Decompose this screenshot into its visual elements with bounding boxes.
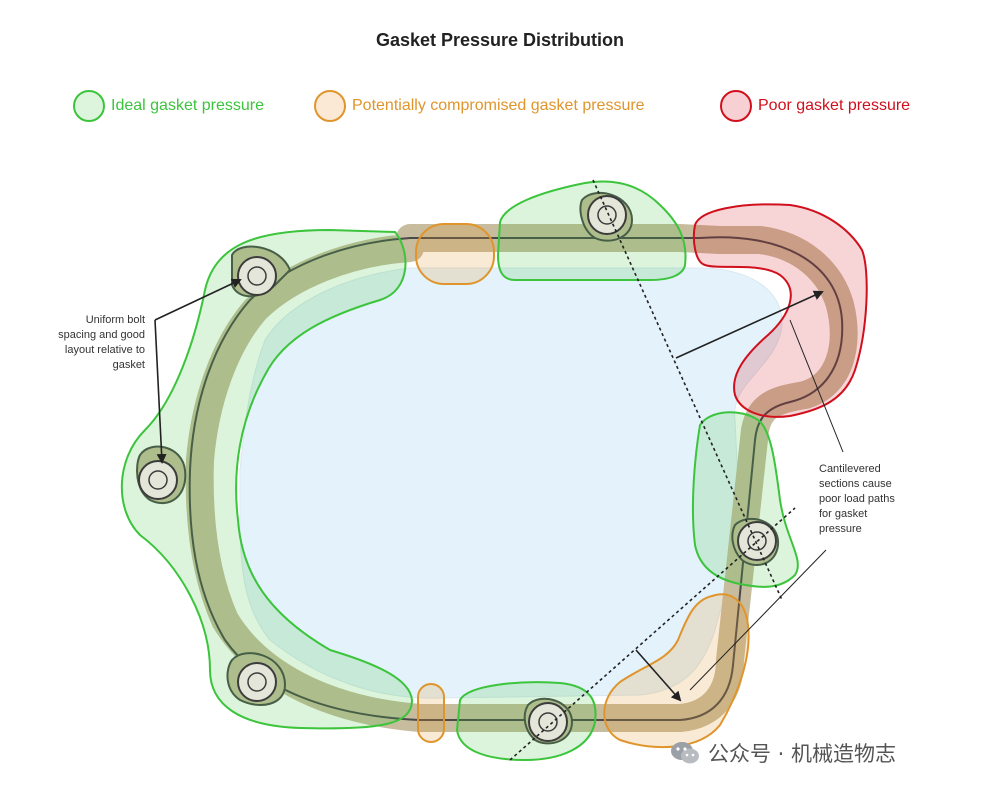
bolt-top-left xyxy=(237,256,277,296)
compromised-zones xyxy=(415,223,750,749)
compromised-zone-right xyxy=(603,593,750,749)
legend-label-compromised: Potentially compromised gasket pressure xyxy=(352,97,645,114)
load-path-lines xyxy=(509,179,796,761)
legend-item-compromised: Potentially compromised gasket pressure xyxy=(314,88,645,124)
watermark-text: 公众号 · 机械造物志 xyxy=(708,742,897,766)
compromised-zone-top xyxy=(415,223,495,285)
bolt-bottom xyxy=(528,702,568,742)
wechat-icon xyxy=(671,742,699,764)
note-cantilevered: Cantilevered sections cause poor load pa… xyxy=(819,463,895,535)
ideal-zone-left xyxy=(120,228,414,730)
annotation-arrows xyxy=(154,278,824,702)
ideal-zone-bottom xyxy=(455,681,597,762)
legend-swatch-poor xyxy=(720,90,752,122)
gasket-opening xyxy=(239,267,783,699)
legend-swatch-ideal xyxy=(73,90,105,122)
gasket-band xyxy=(185,224,858,732)
bolts xyxy=(138,195,777,742)
legend-swatch-compromised xyxy=(314,90,346,122)
bolt-left xyxy=(138,460,178,500)
ideal-zones xyxy=(120,180,799,762)
note-uniform-bolt: Uniform bolt spacing and good layout rel… xyxy=(58,314,145,371)
gasket-outline-outer xyxy=(188,236,844,721)
leader-lines xyxy=(689,319,844,691)
legend-item-ideal: Ideal gasket pressure xyxy=(73,88,264,124)
diagram-title: Gasket Pressure Distribution xyxy=(375,30,625,50)
legend-label-poor: Poor gasket pressure xyxy=(758,97,911,114)
ideal-zone-top xyxy=(496,180,687,281)
bolt-bottom-left xyxy=(237,662,277,702)
poor-zone xyxy=(692,203,868,418)
compromised-zone-bottom xyxy=(417,683,445,743)
bolt-top xyxy=(587,195,627,235)
watermark: 公众号 · 机械造物志 xyxy=(670,738,896,768)
legend-label-ideal: Ideal gasket pressure xyxy=(111,97,264,114)
legend-item-poor: Poor gasket pressure xyxy=(720,88,910,124)
